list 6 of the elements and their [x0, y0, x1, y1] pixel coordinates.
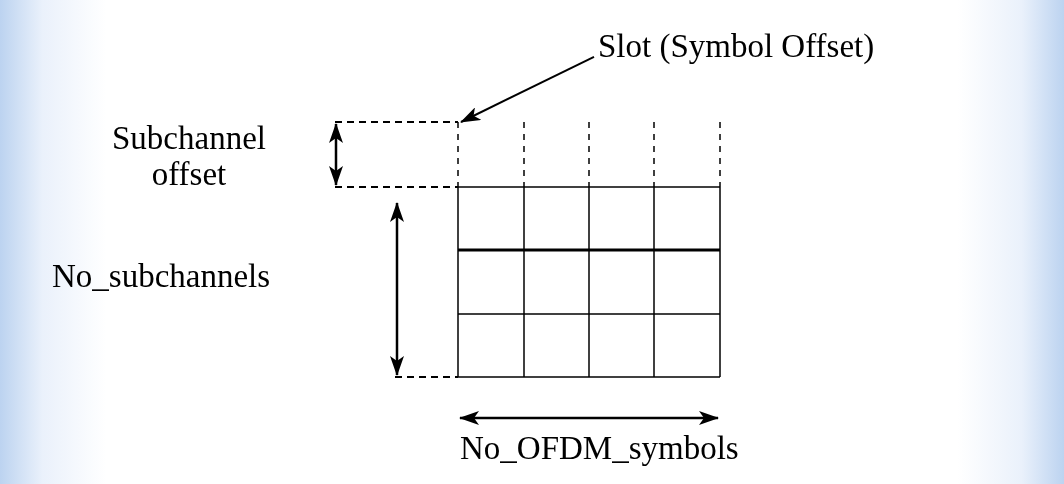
dimension-label: No_OFDM_symbols: [460, 430, 740, 466]
dimension-label: No_subchannels: [52, 258, 272, 294]
slot-callout-text: Slot (Symbol Offset): [598, 28, 875, 64]
dimension-label: Subchannel offset: [111, 120, 267, 192]
leader-line: [460, 55, 595, 123]
slot-grid-drawing: [457, 121, 721, 378]
